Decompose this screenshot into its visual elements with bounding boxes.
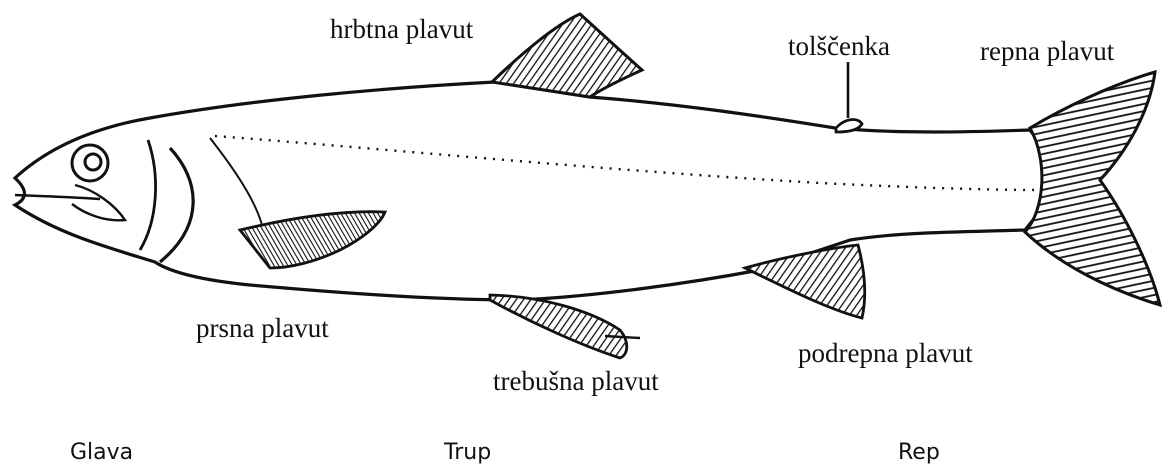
label-caudal-fin: repna plavut xyxy=(980,38,1114,65)
label-pectoral-fin: prsna plavut xyxy=(196,315,329,342)
dorsal-fin xyxy=(492,14,642,97)
label-dorsal-fin: hrbtna plavut xyxy=(330,16,473,43)
label-adipose-fin: tolščenka xyxy=(788,33,890,60)
fish-body-outline xyxy=(15,82,1045,300)
label-pelvic-fin: trebušna plavut xyxy=(493,368,659,395)
section-tail: Rep xyxy=(898,442,940,464)
eye-pupil xyxy=(85,154,101,170)
pelvic-fin xyxy=(490,295,627,358)
caudal-fin xyxy=(1025,72,1160,305)
section-trunk: Trup xyxy=(444,442,491,464)
label-anal-fin: podrepna plavut xyxy=(798,340,973,367)
section-head: Glava xyxy=(70,442,133,464)
